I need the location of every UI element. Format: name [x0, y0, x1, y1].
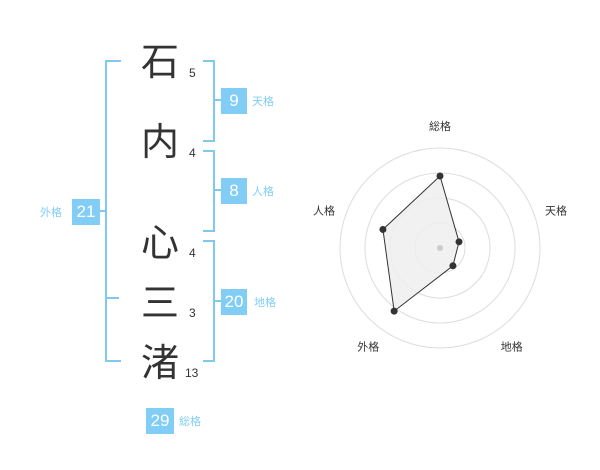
gaikaku-label: 外格 [40, 206, 62, 219]
chikaku-badge: 20 [221, 289, 247, 315]
radar-axis-label-3: 地格 [501, 340, 523, 354]
chikaku-connector [215, 300, 221, 302]
jinkaku-label: 人格 [252, 185, 274, 198]
radar-center-dot [437, 245, 443, 251]
radar-point-1 [436, 172, 444, 180]
strokes-1: 5 [189, 66, 196, 80]
char-4: 三 [140, 281, 179, 325]
char-3: 心 [140, 221, 179, 265]
strokes-4: 3 [189, 306, 196, 320]
strokes-3: 4 [189, 246, 196, 260]
radar-point-3 [449, 262, 457, 270]
radar-axis-label-1: 総格 [429, 119, 451, 133]
char-2: 内 [140, 120, 179, 164]
radar-point-4 [390, 307, 398, 315]
radar-axis-label-5: 人格 [313, 203, 335, 217]
gaikaku-connector [100, 210, 105, 212]
radar-point-5 [379, 225, 387, 233]
radar-ring-4 [339, 147, 541, 349]
char-1: 石 [140, 40, 179, 84]
jinkaku-connector [215, 189, 221, 191]
gaikaku-badge: 21 [72, 199, 100, 225]
chikaku-bracket [203, 240, 215, 362]
jinkaku-badge: 8 [221, 178, 247, 204]
radar-data-area [382, 175, 460, 313]
soukaku-badge: 29 [146, 408, 174, 434]
strokes-2: 4 [189, 146, 196, 160]
tenkaku-label: 天格 [252, 95, 274, 108]
tenkaku-bracket [203, 60, 215, 142]
tenkaku-connector [215, 99, 221, 101]
soukaku-label: 総格 [179, 415, 201, 428]
gaikaku-bracket [105, 60, 121, 362]
radar-points [379, 172, 463, 315]
strokes-5: 13 [185, 366, 199, 380]
chikaku-label: 地格 [254, 296, 276, 309]
radar-axis-label-4: 外格 [357, 340, 379, 354]
radar-axis-label-2: 天格 [545, 203, 567, 217]
jinkaku-bracket [203, 150, 215, 232]
char-5: 渚 [140, 341, 179, 385]
gaikaku-bracket-mid-tick [105, 297, 119, 299]
tenkaku-badge: 9 [221, 88, 247, 114]
radar-point-2 [455, 238, 463, 246]
